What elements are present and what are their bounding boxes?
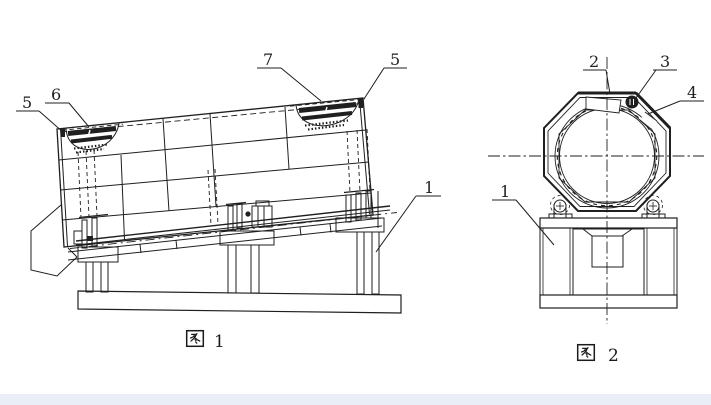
- callout-4: 4: [647, 83, 704, 115]
- drive-motor-unit: [225, 200, 273, 231]
- figure2-caption-number: 2: [608, 346, 619, 366]
- figure-1-side-view: 5 6 7 5 1: [16, 50, 441, 352]
- figure1-caption: 1: [185, 329, 225, 352]
- lock-roller: [625, 95, 639, 109]
- figure1-caption-number: 1: [214, 332, 225, 352]
- callout-1-fig2: 1: [492, 182, 555, 246]
- ring-step: [639, 111, 658, 130]
- callout-2: 2: [583, 52, 611, 95]
- drum-door: [585, 96, 622, 114]
- base-stand: [539, 217, 678, 309]
- discharge-chute: [30, 204, 78, 277]
- callout-5-left: 5: [16, 93, 65, 134]
- left-bearing-stand: [73, 213, 109, 249]
- support-rollers: [548, 195, 666, 219]
- figure2-caption: 2: [576, 343, 619, 366]
- callout-label-3: 3: [660, 52, 670, 71]
- base-rail: [77, 290, 402, 314]
- figure-2-end-view: 2 3 4 1 2: [488, 52, 704, 366]
- callout-label-1-fig2: 1: [500, 182, 510, 201]
- hidden-lines: [77, 128, 371, 226]
- callout-7: 7: [257, 50, 322, 102]
- center-lines: [488, 57, 704, 324]
- callout-label-5-left: 5: [22, 93, 32, 112]
- callout-label-6: 6: [51, 85, 61, 104]
- figure2-callouts: 2 3 4 1: [492, 52, 704, 246]
- callout-label-2: 2: [589, 52, 599, 71]
- bottom-page-strip: [0, 394, 711, 405]
- figure1-callouts: 5 6 7 5 1: [16, 50, 441, 253]
- callout-1-fig1: 1: [375, 178, 441, 253]
- callout-6: 6: [45, 85, 90, 128]
- callout-label-7: 7: [263, 50, 273, 69]
- octagonal-shell: [543, 91, 672, 212]
- callout-label-1-fig1: 1: [424, 178, 434, 197]
- callout-label-4: 4: [687, 83, 697, 102]
- support-legs: [85, 231, 380, 295]
- callout-label-5-right: 5: [390, 50, 400, 69]
- callout-3: 3: [635, 52, 677, 99]
- right-feed-opening: [289, 98, 366, 131]
- callout-5-right: 5: [363, 50, 407, 100]
